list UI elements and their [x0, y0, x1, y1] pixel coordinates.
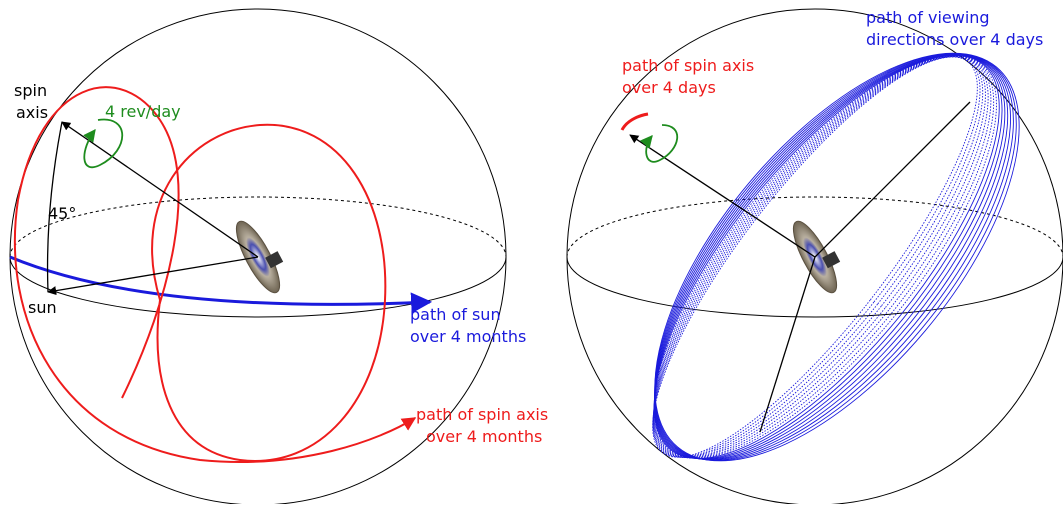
right-spin-axis-vector: [629, 134, 816, 258]
left-spacecraft: [235, 220, 284, 294]
spin-axis-vector: [61, 121, 259, 258]
viewing-direction-circle: [654, 52, 1020, 462]
viewing-direction-circle: [654, 54, 1006, 460]
right-spin-rotation-indicator: [639, 124, 679, 163]
viewing-direction-circle: [654, 53, 1011, 461]
sun-label: sun: [28, 298, 57, 317]
left-equator-front: [9, 256, 507, 318]
spin-axis-path-days: [620, 112, 649, 131]
viewing-direction-circle: [654, 54, 1009, 460]
viewing-direction-circle: [653, 55, 995, 459]
viewing-line-lower: [759, 256, 816, 433]
left-equator-back: [9, 196, 507, 258]
viewing-direction-circle: [652, 56, 978, 458]
spin-axis-path-months: [13, 86, 417, 463]
viewing-direction-circle: [652, 56, 986, 458]
spin-rate-label: 4 rev/day: [105, 102, 181, 121]
viewing-line-upper: [814, 101, 971, 258]
spin-axis-loop-months: [151, 123, 387, 462]
viewing-direction-circle: [654, 53, 1014, 461]
viewing-direction-circle: [654, 53, 1017, 461]
angle-label: 45°: [48, 204, 76, 223]
angle-arc: [46, 121, 63, 293]
spin-rotation-indicator: [83, 118, 124, 168]
right-equator-back: [566, 196, 1063, 258]
right-equator-front: [566, 256, 1063, 318]
viewing-direction-circle: [652, 56, 984, 458]
viewing-direction-circle: [652, 56, 981, 458]
sun-vector: [47, 256, 259, 296]
viewing-direction-circle: [653, 55, 997, 459]
viewing-direction-circle: [653, 55, 992, 459]
viewing-directions-band: [652, 52, 1020, 462]
viewing-direction-circle: [653, 55, 989, 459]
viewing-direction-circle: [653, 55, 1000, 459]
viewing-direction-circle: [653, 54, 1003, 460]
right-spacecraft: [792, 220, 841, 294]
sun-path: [9, 255, 433, 314]
